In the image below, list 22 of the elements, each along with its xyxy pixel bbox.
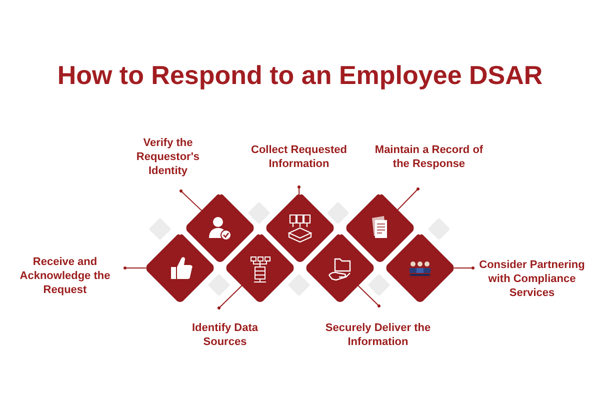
step-label: Verify the Requestor's Identity — [135, 136, 201, 178]
leader-line — [218, 284, 244, 310]
step-label: Receive and Acknowledge the Request — [18, 255, 112, 297]
leader-line — [356, 284, 380, 308]
step-diamond — [384, 232, 456, 304]
step-label: Securely Deliver the Information — [324, 321, 432, 349]
step-diamond — [304, 232, 376, 304]
step-label: Maintain a Record of the Response — [374, 143, 484, 171]
leader-line — [180, 190, 204, 212]
step-diamond — [224, 232, 296, 304]
title: How to Respond to an Employee DSAR — [56, 60, 544, 91]
step-label: Consider Partnering with Compliance Services — [478, 258, 586, 300]
step-diamond — [344, 192, 416, 264]
leader-line — [454, 266, 474, 270]
step-diamond — [184, 192, 256, 264]
step-label: Collect Requested Information — [250, 143, 348, 171]
leader-line — [124, 266, 146, 270]
step-label: Identify Data Sources — [190, 321, 259, 349]
step-diamond — [264, 192, 336, 264]
leader-line — [298, 186, 300, 196]
leader-line — [396, 188, 420, 212]
step-diamond — [144, 232, 216, 304]
